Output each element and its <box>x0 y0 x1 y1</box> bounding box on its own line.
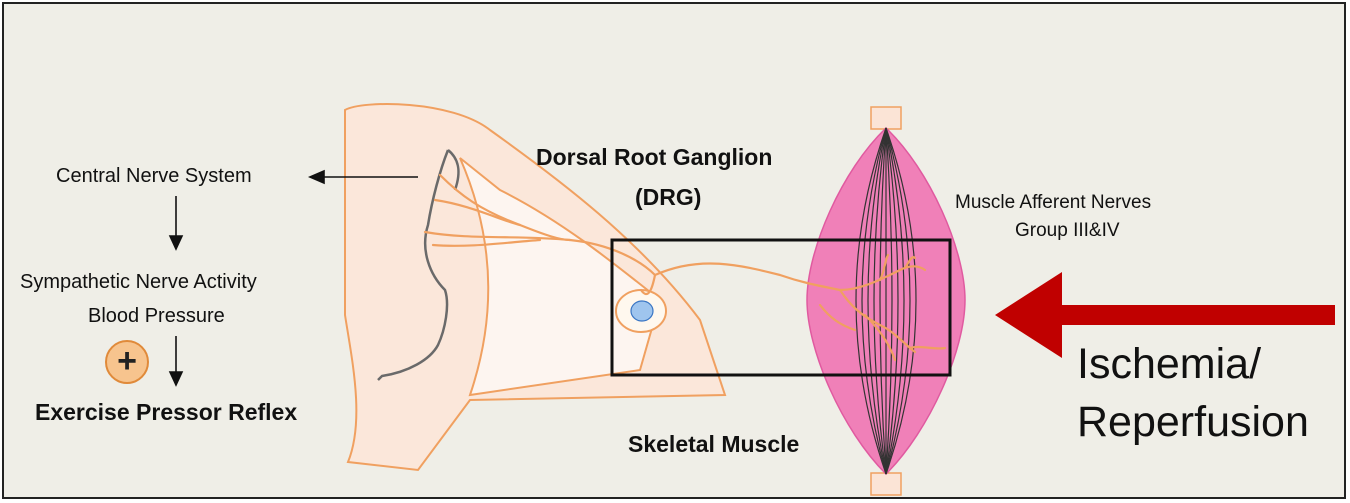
afferent-nerve-fibers <box>423 173 947 362</box>
drg-label-line2: (DRG) <box>635 184 702 210</box>
drg-highlight-box <box>610 238 952 377</box>
muscle-fibers <box>855 127 917 475</box>
ischemia-arrow <box>995 272 1335 358</box>
sympathetic-nerve-activity-label: Sympathetic Nerve Activity <box>20 271 257 293</box>
dorsal-root <box>459 157 662 397</box>
tendon-bottom <box>870 472 902 496</box>
grey-matter-horn <box>447 149 460 191</box>
grey-matter-outline <box>377 149 450 381</box>
blood-pressure-label: Blood Pressure <box>88 305 225 327</box>
ischemia-label-line2: Reperfusion <box>1077 398 1309 446</box>
ischemia-label-line1: Ischemia/ <box>1077 340 1262 388</box>
muscle-afferent-label-line2: Group III&IV <box>1015 220 1120 241</box>
tendon-top <box>870 106 902 130</box>
muscle-afferent-label-line1: Muscle Afferent Nerves <box>955 192 1152 213</box>
black-arrows <box>168 169 418 387</box>
plus-circle <box>105 340 149 384</box>
central-nerve-system-label: Central Nerve System <box>56 165 252 187</box>
skeletal-muscle-label: Skeletal Muscle <box>628 431 800 457</box>
drg-label-line1: Dorsal Root Ganglion <box>536 144 773 170</box>
drg-nucleus <box>630 300 654 322</box>
exercise-pressor-reflex-label: Exercise Pressor Reflex <box>35 399 298 425</box>
plus-symbol: + <box>117 342 137 380</box>
